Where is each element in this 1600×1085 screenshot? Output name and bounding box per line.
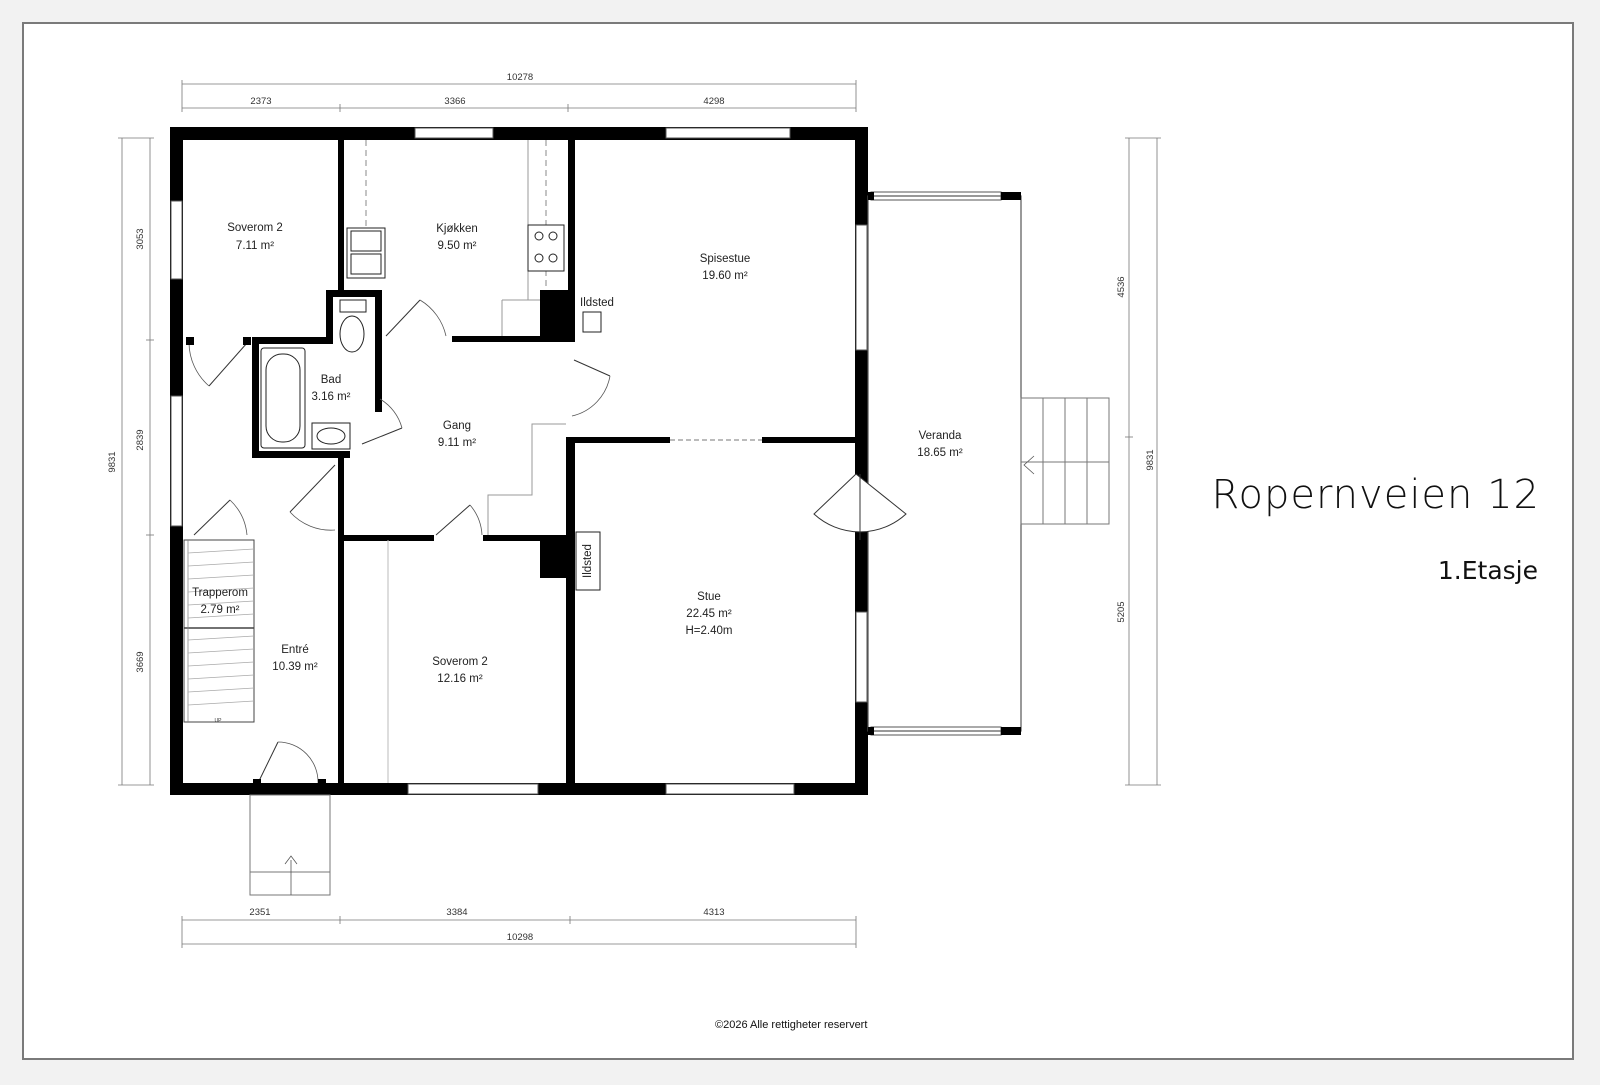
interior-walls	[252, 137, 857, 787]
stairs: UP	[183, 539, 255, 724]
room-kjokken-area: 9.50 m²	[438, 240, 477, 252]
dimension-bottom: 2351 3384 4313 10298	[181, 907, 857, 948]
dim-left-seg-3: 3669	[135, 651, 146, 672]
windows	[170, 127, 1002, 795]
room-bad-name: Bad	[321, 374, 341, 386]
dim-top-seg-2: 3366	[444, 96, 465, 107]
gang-outline	[387, 423, 566, 783]
ildsted-bottom-label: Ildsted	[582, 544, 594, 578]
bathroom-fixtures	[260, 299, 367, 450]
room-trapperom-area: 2.79 m²	[201, 604, 240, 616]
entrance-steps	[249, 794, 331, 896]
ildsted-top-label: Ildsted	[580, 297, 614, 309]
dim-top-total: 10278	[507, 72, 533, 83]
veranda-outline	[867, 192, 1110, 735]
drawing-frame	[22, 22, 1574, 1060]
dimension-top: 10278 2373 3366 4298	[181, 72, 857, 112]
room-trapperom-name: Trapperom	[192, 587, 248, 599]
room-stue-height: H=2.40m	[686, 625, 733, 637]
dim-right-seg-1: 4536	[1116, 276, 1127, 297]
room-gang-name: Gang	[443, 420, 471, 432]
plan-title: Ropernveien 12	[1211, 472, 1540, 518]
dim-left-total: 9831	[107, 451, 118, 472]
dimension-right: 4536 5205 9831	[1116, 137, 1161, 786]
dim-bottom-seg-3: 4313	[703, 907, 724, 918]
dim-bottom-seg-1: 2351	[249, 907, 270, 918]
dim-bottom-seg-2: 3384	[446, 907, 467, 918]
room-entre-name: Entré	[281, 644, 309, 656]
room-soverom-bottom-area: 12.16 m²	[437, 673, 483, 685]
dim-left-seg-1: 3053	[135, 228, 146, 249]
dim-top-seg-1: 2373	[250, 96, 271, 107]
dim-right-total: 9831	[1145, 449, 1156, 470]
dimension-left: 9831 3053 2839 3669	[107, 137, 154, 786]
room-veranda-area: 18.65 m²	[917, 447, 963, 459]
room-entre-area: 10.39 m²	[272, 661, 318, 673]
room-gang-area: 9.11 m²	[438, 437, 476, 449]
room-bad-area: 3.16 m²	[312, 391, 351, 403]
room-stue-area: 22.45 m²	[686, 608, 732, 620]
room-stue-name: Stue	[697, 591, 721, 603]
room-soverom-top-area: 7.11 m²	[236, 240, 274, 252]
doors	[186, 299, 907, 787]
stair-up-label: UP	[215, 718, 223, 724]
fireplaces: Ildsted Ildsted	[575, 297, 614, 591]
copyright-notice: ©2026 Alle rettigheter reservert	[715, 1019, 868, 1031]
kitchen-fixtures	[346, 140, 565, 336]
room-spisestue-name: Spisestue	[700, 253, 751, 265]
dim-top-seg-3: 4298	[703, 96, 724, 107]
room-veranda-name: Veranda	[919, 430, 962, 442]
floor-label: 1.Etasje	[1437, 556, 1538, 585]
room-soverom-bottom-name: Soverom 2	[432, 656, 488, 668]
room-soverom-top-name: Soverom 2	[227, 222, 283, 234]
room-kjokken-name: Kjøkken	[436, 223, 478, 235]
dim-right-seg-2: 5205	[1116, 601, 1127, 622]
dim-left-seg-2: 2839	[135, 429, 146, 450]
room-labels: Soverom 2 7.11 m² Kjøkken 9.50 m² Spises…	[192, 222, 963, 685]
dim-bottom-total: 10298	[507, 932, 533, 943]
room-spisestue-area: 19.60 m²	[702, 270, 748, 282]
